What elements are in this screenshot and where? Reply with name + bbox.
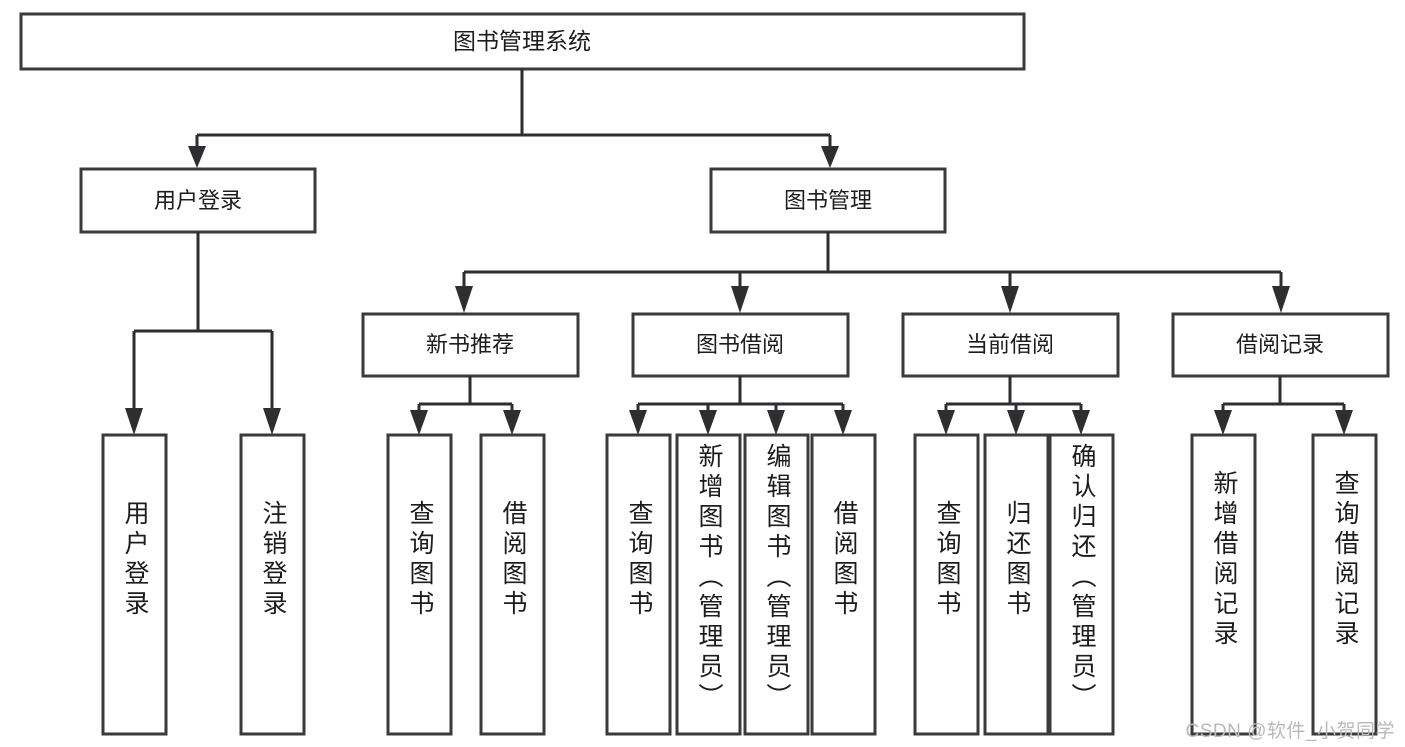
node-leaf-query-book-2-box[interactable] xyxy=(605,433,672,736)
arrowhead-borrow-record xyxy=(1272,286,1290,313)
arrowhead-leaf-confirm-return xyxy=(1072,410,1090,435)
arrowhead-user-login xyxy=(188,146,206,168)
arrowhead-leaf-return-book xyxy=(1007,410,1025,435)
node-book-manage[interactable]: 图书管理 xyxy=(709,167,947,234)
csdn-watermark: CSDN @软件_小贺同学 xyxy=(1185,721,1395,742)
node-leaf-logout-login-box[interactable] xyxy=(239,433,306,736)
node-root[interactable]: 图书管理系统 xyxy=(19,12,1026,71)
node-borrow-record-label: 借阅记录 xyxy=(1236,332,1324,357)
arrowhead-leaf-borrow-book-2 xyxy=(834,410,852,435)
node-user-login[interactable]: 用户登录 xyxy=(79,167,317,234)
node-book-borrow-box[interactable] xyxy=(631,312,850,378)
arrowhead-leaf-query-record xyxy=(1335,410,1353,435)
node-new-book-recommend-label: 新书推荐 xyxy=(426,332,514,357)
node-current-borrow-box[interactable] xyxy=(901,312,1120,378)
node-leaf-edit-book-box[interactable] xyxy=(743,433,810,736)
node-leaf-borrow-book-2-box[interactable] xyxy=(810,433,877,736)
node-leaf-return-book-box[interactable] xyxy=(983,433,1050,736)
node-new-book-recommend[interactable]: 新书推荐 xyxy=(361,312,580,378)
node-book-borrow[interactable]: 图书借阅 xyxy=(631,312,850,378)
node-root-box[interactable] xyxy=(19,12,1026,71)
arrowhead-leaf-query-book-1 xyxy=(410,410,428,435)
node-new-book-recommend-box[interactable] xyxy=(361,312,580,378)
arrowhead-leaf-user-login xyxy=(125,408,143,435)
node-current-borrow-label: 当前借阅 xyxy=(966,332,1054,357)
node-root-label: 图书管理系统 xyxy=(453,28,591,54)
node-leaf-user-login-box[interactable] xyxy=(101,433,168,736)
node-borrow-record-box[interactable] xyxy=(1171,312,1390,378)
node-book-borrow-label: 图书借阅 xyxy=(696,332,784,357)
node-borrow-record[interactable]: 借阅记录 xyxy=(1171,312,1390,378)
arrowhead-leaf-add-book xyxy=(699,410,717,435)
node-current-borrow[interactable]: 当前借阅 xyxy=(901,312,1120,378)
node-leaf-query-book-1-box[interactable] xyxy=(386,433,453,736)
arrowhead-leaf-logout-login xyxy=(263,408,281,435)
node-user-login-label: 用户登录 xyxy=(154,188,242,213)
node-leaf-confirm-return-box[interactable] xyxy=(1048,433,1115,736)
node-book-manage-box[interactable] xyxy=(709,167,947,234)
node-leaf-borrow-book-1-box[interactable] xyxy=(479,433,546,736)
arrowhead-leaf-edit-book xyxy=(767,410,785,435)
node-leaf-query-book-3-box[interactable] xyxy=(913,433,980,736)
arrowhead-book-manage xyxy=(821,146,839,168)
node-leaf-add-record-box[interactable] xyxy=(1190,433,1257,736)
arrowhead-leaf-add-record xyxy=(1214,410,1232,435)
arrowhead-leaf-query-book-2 xyxy=(629,410,647,435)
node-leaf-add-book-box[interactable] xyxy=(675,433,742,736)
arrowhead-leaf-query-book-3 xyxy=(937,410,955,435)
node-book-manage-label: 图书管理 xyxy=(784,188,872,213)
arrowhead-book-borrow xyxy=(731,286,749,313)
arrowhead-leaf-borrow-book-1 xyxy=(503,410,521,435)
arrowhead-new-book-recommend xyxy=(455,286,473,313)
arrowhead-current-borrow xyxy=(1001,286,1019,313)
node-leaf-query-record-box[interactable] xyxy=(1311,433,1378,736)
